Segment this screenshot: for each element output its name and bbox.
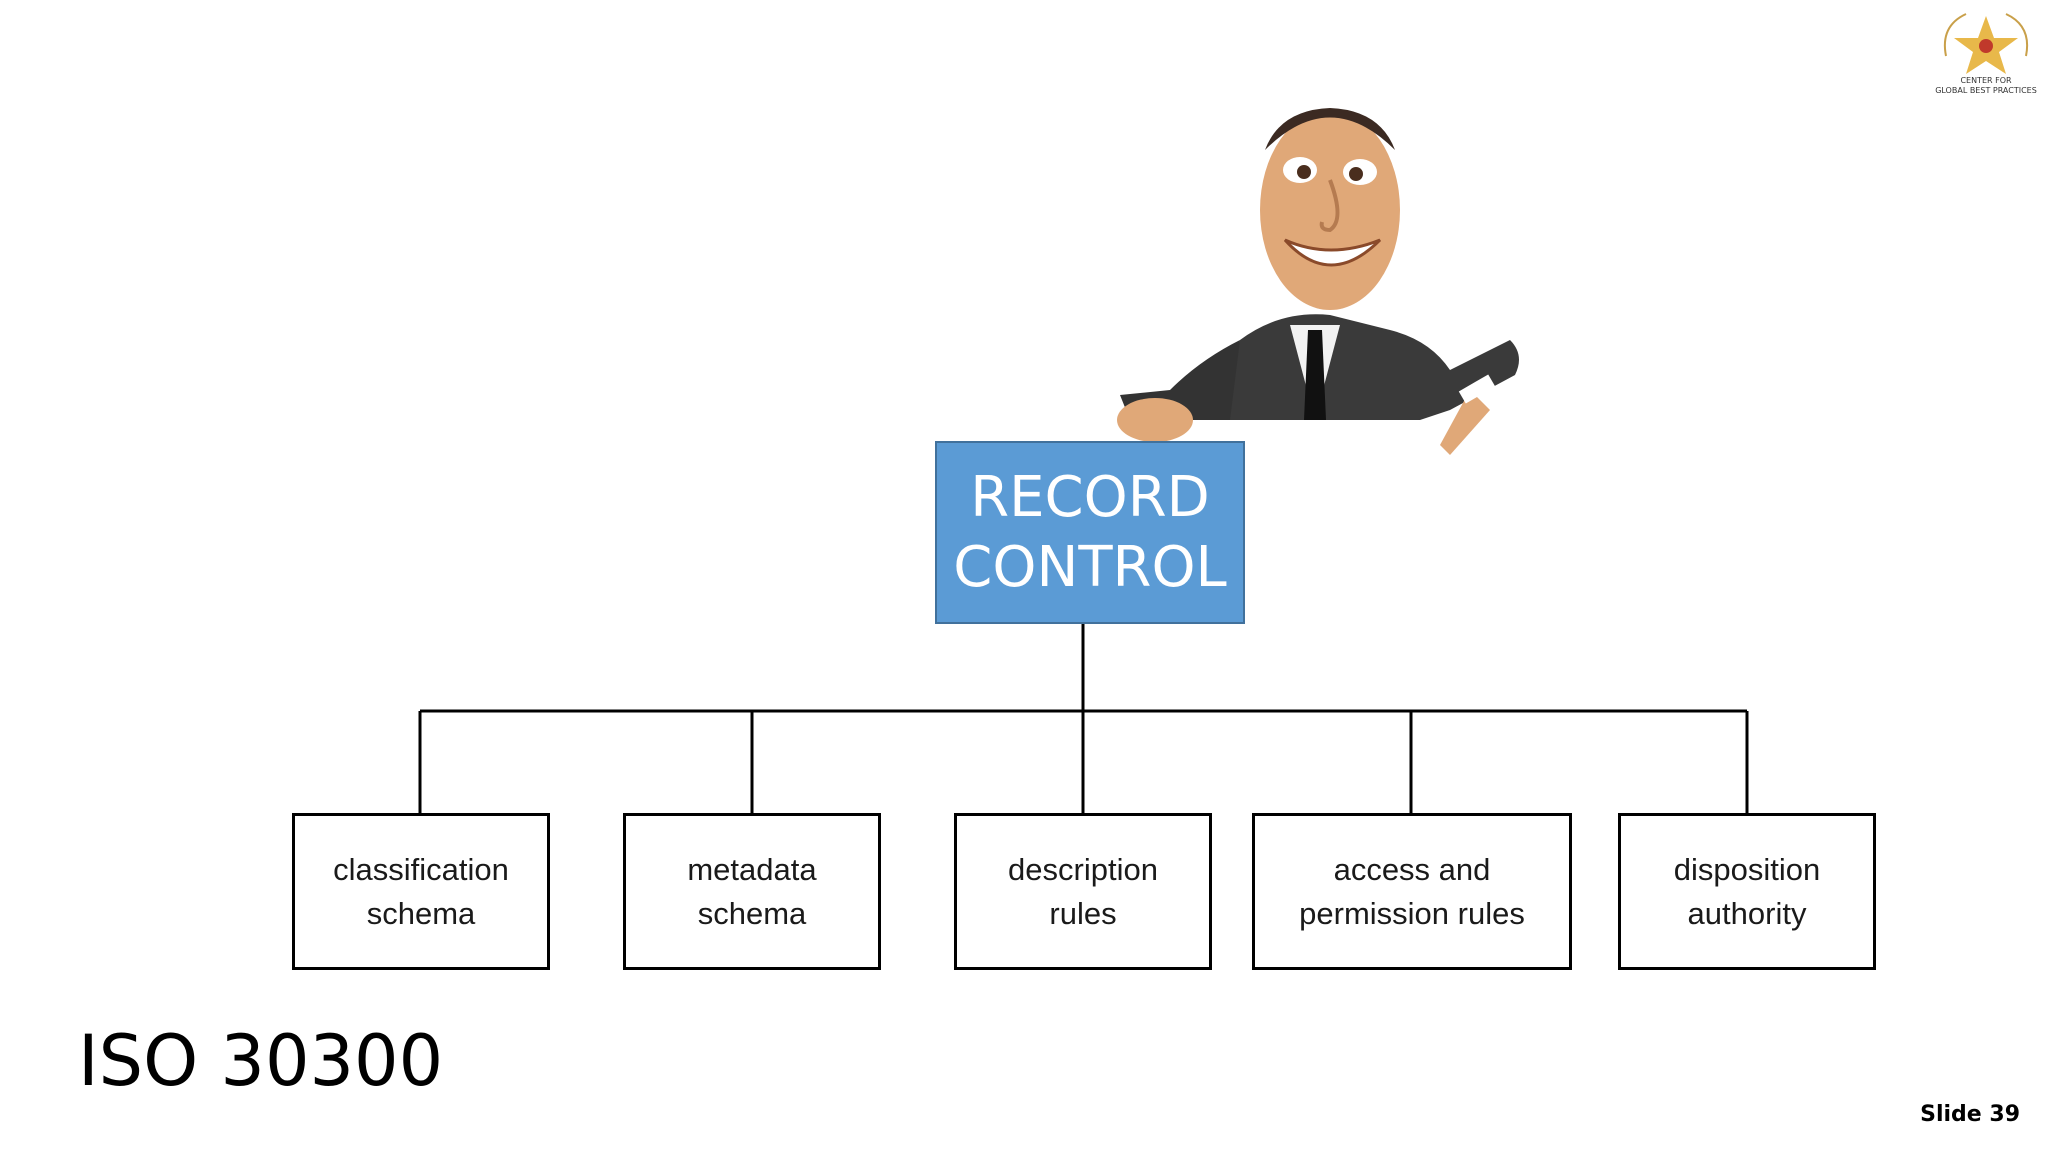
slide-title: ISO 30300 bbox=[78, 1020, 444, 1102]
metadata-schema-box: metadata schema bbox=[623, 813, 881, 970]
businessman-mascot-illustration bbox=[1117, 108, 1519, 455]
child-label-line1: classification bbox=[333, 851, 509, 887]
child-label-line1: disposition bbox=[1673, 851, 1821, 887]
classification-schema-box: classification schema bbox=[292, 813, 550, 970]
child-label-line1: access and bbox=[1333, 851, 1491, 887]
child-label-line2: schema bbox=[697, 895, 807, 931]
star-icon bbox=[1944, 13, 2028, 74]
center-for-global-best-practices-logo: CENTER FOR GLOBAL BEST PRACTICES bbox=[1932, 6, 2040, 96]
child-label-line1: metadata bbox=[687, 851, 817, 887]
child-label-line2: permission rules bbox=[1299, 895, 1525, 931]
record-control-box: RECORD CONTROL bbox=[935, 441, 1245, 624]
root-label-line1: RECORD bbox=[970, 464, 1210, 530]
disposition-authority-box: disposition authority bbox=[1618, 813, 1876, 970]
description-rules-box: description rules bbox=[954, 813, 1212, 970]
child-label-line2: authority bbox=[1687, 895, 1807, 931]
child-label-line2: schema bbox=[366, 895, 476, 931]
access-permission-rules-box: access and permission rules bbox=[1252, 813, 1572, 970]
child-label-line1: description bbox=[1008, 851, 1158, 887]
child-label-line2: rules bbox=[1049, 895, 1117, 931]
slide-number: Slide 39 bbox=[1920, 1102, 2020, 1127]
logo-text-line1: CENTER FOR bbox=[1960, 76, 2012, 85]
root-label-line2: CONTROL bbox=[953, 534, 1227, 600]
logo-text-line2: GLOBAL BEST PRACTICES bbox=[1935, 86, 2037, 95]
